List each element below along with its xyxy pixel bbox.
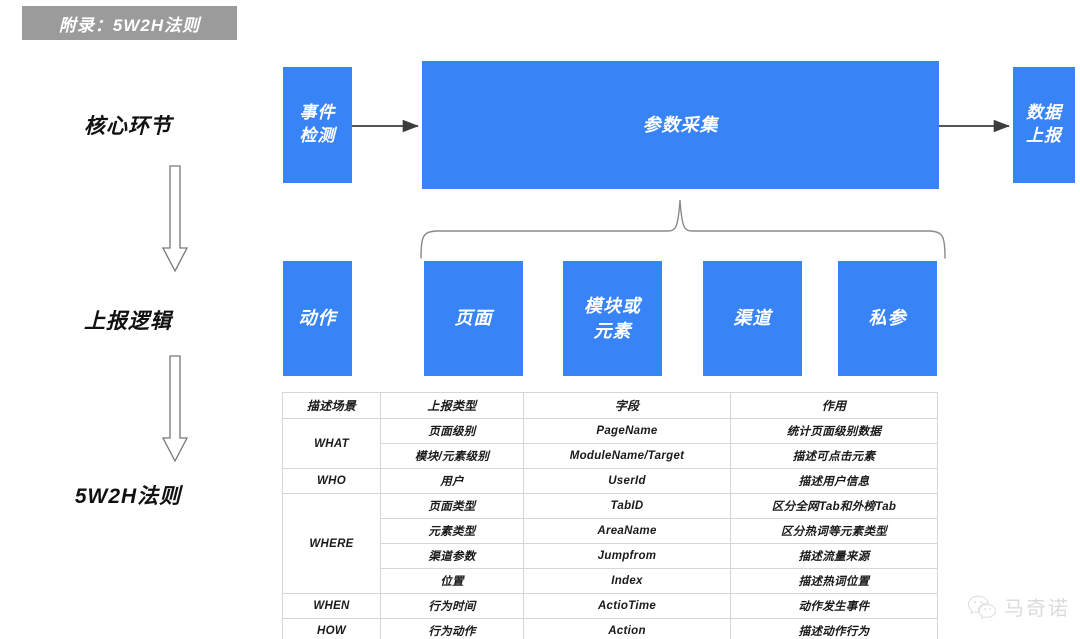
stage-label-core: 核心环节: [84, 115, 172, 138]
box-private-param[interactable]: 私参: [838, 261, 937, 376]
table-cell-type: 位置: [380, 568, 524, 594]
table-cell-use: 描述流量来源: [730, 543, 938, 569]
down-arrow-icon-2: [161, 355, 189, 463]
table-cell-type: 用户: [380, 468, 524, 494]
table-cell-field: ModuleName/Target: [523, 443, 731, 469]
table-cell-use: 描述热词位置: [730, 568, 938, 594]
table-cell-use: 区分热词等元素类型: [730, 518, 938, 544]
box-module-or-element-line1: 模块或: [584, 296, 641, 317]
table-cell-field: PageName: [523, 418, 731, 444]
table-header-scene: 描述场景: [282, 392, 381, 419]
table-cell-use: 统计页面级别数据: [730, 418, 938, 444]
table-cell-field: TabID: [523, 493, 731, 519]
watermark-name: 马奇诺: [1004, 598, 1070, 620]
box-data-report-line1: 数据: [1026, 103, 1062, 123]
table-cell-scene: WHAT: [282, 418, 381, 469]
box-module-or-element[interactable]: 模块或 元素: [563, 261, 662, 376]
stage-label-rule: 5W2H法则: [74, 485, 182, 508]
table-cell-use: 描述动作行为: [730, 618, 938, 639]
table-cell-scene: WHERE: [282, 493, 381, 594]
box-event-detection-line1: 事件: [299, 103, 336, 123]
box-data-report-line2: 上报: [1026, 126, 1062, 145]
table-cell-field: UserId: [523, 468, 731, 494]
table-cell-field: Jumpfrom: [523, 543, 731, 569]
table-cell-field: Index: [523, 568, 731, 594]
down-arrow-icon-1: [161, 165, 189, 273]
box-module-or-element-line2: 元素: [593, 320, 632, 341]
table-cell-type: 页面级别: [380, 418, 524, 444]
table-cell-type: 模块/元素级别: [380, 443, 524, 469]
table-header-field: 字段: [523, 392, 731, 419]
banner-title: 附录：5W2H法则: [58, 15, 201, 35]
watermark: 马奇诺: [967, 592, 1070, 621]
table-cell-use: 描述用户信息: [730, 468, 938, 494]
table-cell-field: AreaName: [523, 518, 731, 544]
table-cell-use: 动作发生事件: [730, 593, 938, 619]
table-cell-type: 页面类型: [380, 493, 524, 519]
table-cell-field: Action: [523, 618, 731, 639]
table-header-row: 描述场景 上报类型 字段 作用: [282, 392, 938, 419]
box-event-detection-line2: 检测: [299, 126, 336, 145]
table-cell-type: 元素类型: [380, 518, 524, 544]
box-data-report[interactable]: 数据 上报: [1013, 67, 1075, 183]
box-action-line1: 动作: [298, 308, 337, 329]
box-channel-line1: 渠道: [733, 308, 772, 329]
table-cell-type: 行为时间: [380, 593, 524, 619]
table-cell-scene: WHEN: [282, 593, 381, 619]
table-header-use: 作用: [730, 392, 938, 419]
box-parameter-collection[interactable]: 参数采集: [422, 61, 939, 189]
appendix-banner: 附录：5W2H法则: [22, 6, 237, 40]
box-page[interactable]: 页面: [424, 261, 523, 376]
table-cell-use: 区分全网Tab和外榜Tab: [730, 493, 938, 519]
table-cell-scene: WHO: [282, 468, 381, 494]
table-cell-type: 行为动作: [380, 618, 524, 639]
stage-label-logic: 上报逻辑: [84, 310, 172, 333]
box-parameter-collection-label: 参数采集: [642, 114, 719, 135]
table-cell-use: 描述可点击元素: [730, 443, 938, 469]
box-private-param-line1: 私参: [868, 308, 907, 329]
table-cell-scene: HOW: [282, 618, 381, 639]
box-event-detection[interactable]: 事件 检测: [283, 67, 352, 183]
box-channel[interactable]: 渠道: [703, 261, 802, 376]
table-cell-type: 渠道参数: [380, 543, 524, 569]
table-header-type: 上报类型: [380, 392, 524, 419]
table-cell-field: ActioTime: [523, 593, 731, 619]
box-page-line1: 页面: [454, 308, 493, 329]
box-action[interactable]: 动作: [283, 261, 352, 376]
wechat-icon: [967, 595, 997, 619]
